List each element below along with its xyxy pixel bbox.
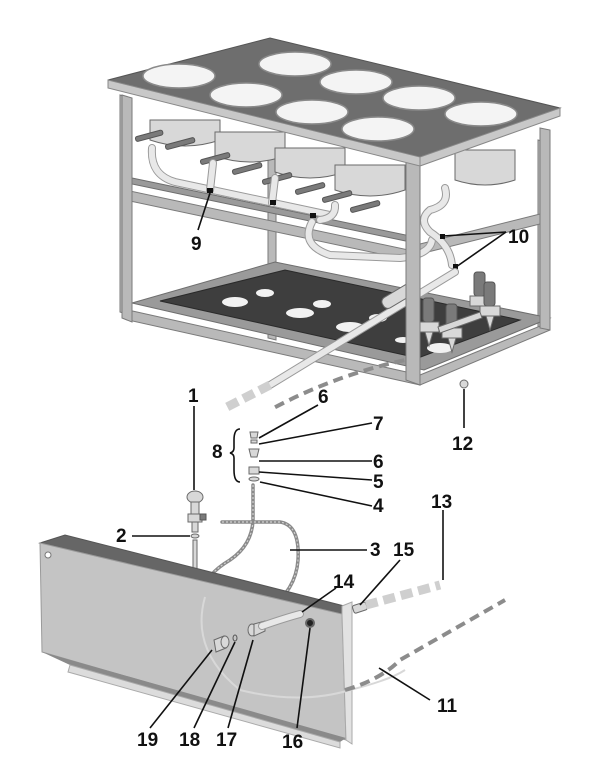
leader-14: [301, 587, 337, 613]
leader-17: [227, 639, 254, 729]
callout-15: 15: [393, 540, 415, 561]
callout-13: 13: [431, 492, 452, 513]
frame-assembly: [107, 37, 562, 413]
callout-16: 16: [282, 732, 303, 753]
front-panel-bottom-lip: [42, 652, 346, 742]
part-19-fitting: [213, 635, 230, 653]
callout-4: 4: [373, 496, 384, 517]
tee-fitting-1: [207, 188, 213, 193]
leader-10b: [455, 231, 507, 268]
top-plate-side-edge: [419, 107, 561, 167]
tee-fitting-2: [270, 200, 276, 205]
well-openings: [142, 51, 518, 142]
bracket-8: [229, 428, 241, 483]
callout-2: 2: [116, 526, 127, 547]
part-6-fitting-middle: [248, 448, 260, 458]
part-15-hose-clamp: [352, 601, 368, 614]
callout-18: 18: [179, 730, 200, 751]
leader-15: [359, 559, 401, 606]
main-drain-pipe-inner: [267, 269, 458, 388]
callout-14: 14: [333, 572, 355, 593]
well-opening-5: [275, 99, 349, 125]
well-opening-2: [258, 51, 332, 77]
part-7-ring: [250, 439, 258, 444]
part-11-wire-harness: [344, 598, 506, 692]
hose-clamp-lower: [453, 264, 458, 269]
callout-19: 19: [137, 730, 158, 751]
callout-12: 12: [452, 434, 473, 455]
drain-pipe-extension: [222, 380, 273, 413]
frame-leg-front-left: [121, 94, 133, 323]
callout-3: 3: [370, 540, 381, 561]
tee-fitting-3: [310, 213, 316, 218]
well-opening-4: [319, 69, 393, 95]
leader-19: [149, 649, 213, 729]
well-opening-3: [209, 82, 283, 108]
fitting-stack: [248, 431, 260, 482]
front-panel-side: [341, 601, 353, 745]
panel-mount-hole: [44, 551, 52, 559]
leader-5: [258, 471, 373, 481]
leader-9: [197, 192, 211, 231]
leader-lines: [132, 192, 507, 729]
callout-8: 8: [212, 442, 223, 463]
well-opening-6: [382, 85, 456, 111]
callout-1: 1: [188, 386, 199, 407]
leader-6a: [258, 404, 319, 439]
callout-9: 9: [191, 234, 202, 255]
part-1-valve: [186, 490, 207, 533]
leader-7: [258, 422, 373, 445]
part-6-fitting-top: [249, 431, 259, 439]
callout-10: 10: [508, 227, 529, 248]
part-4-washer: [248, 476, 260, 482]
callout-6-middle: 6: [373, 452, 384, 473]
well-opening-7: [341, 116, 415, 142]
callout-6-top: 6: [318, 387, 329, 408]
front-panel-assembly: [38, 534, 506, 749]
well-opening-8: [444, 101, 518, 127]
water-valve: [479, 281, 501, 332]
callout-11: 11: [437, 696, 458, 717]
hose-clamp-upper: [440, 234, 445, 239]
part-12-nut: [459, 379, 469, 389]
frame-leg-front-far: [539, 127, 551, 331]
callout-5: 5: [373, 472, 384, 493]
hidden-hose: [200, 596, 406, 699]
leader-11: [378, 667, 431, 701]
leader-18: [193, 641, 236, 729]
water-valve: [418, 297, 440, 348]
well-opening-1: [142, 63, 216, 89]
frame-leg-front-right: [405, 157, 421, 386]
part-16-grommet: [305, 618, 315, 628]
callout-17: 17: [216, 730, 237, 751]
leader-4: [259, 481, 373, 507]
part-18-o-ring: [232, 634, 238, 642]
part-13-drain-hose: [364, 580, 442, 610]
drain-hoses: [147, 144, 458, 269]
callout-7: 7: [373, 414, 384, 435]
wire-extension-upper: [269, 355, 421, 412]
water-valve-cluster: [418, 271, 501, 354]
part-5-nut: [248, 466, 260, 475]
leader-10a: [442, 231, 507, 237]
leader-16: [296, 627, 311, 729]
part-2-washer: [190, 533, 200, 539]
well-bodies: [149, 119, 516, 197]
callout-labels: 9 10 1 6 7 8 6 5 4 12 13 2 3 15 14 11 19…: [116, 227, 529, 753]
